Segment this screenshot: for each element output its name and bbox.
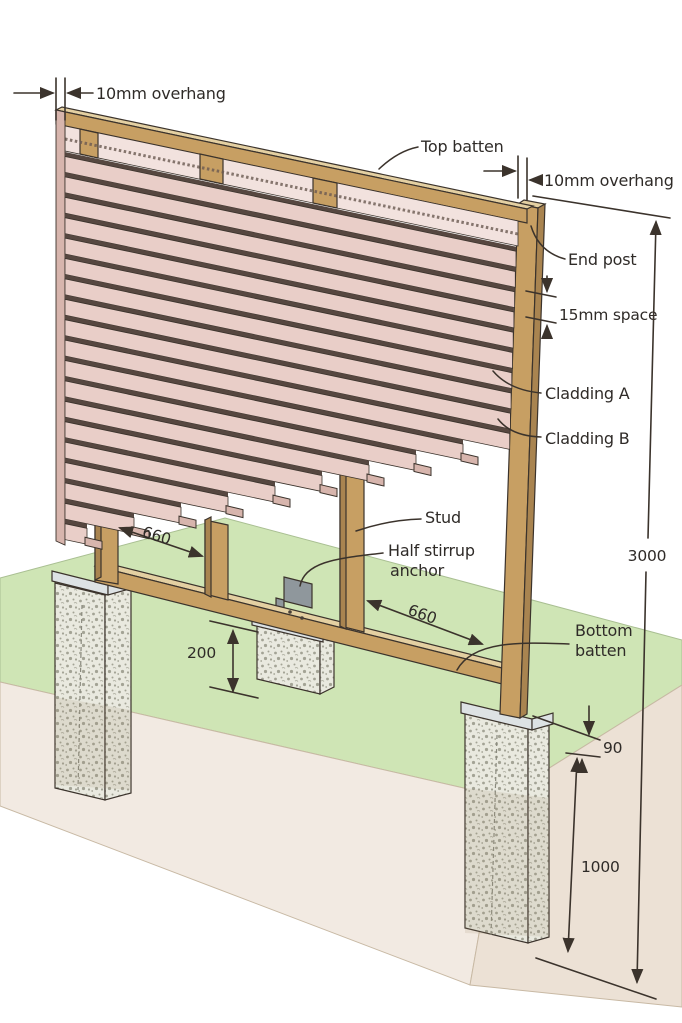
stud-2 (204, 516, 229, 601)
cladding-a-boards (64, 152, 517, 550)
half-stirrup-label-1: Half stirrup (388, 541, 475, 560)
dim-1000: 1000 (581, 858, 620, 876)
overhang-left-label: 10mm overhang (96, 84, 226, 103)
cladding-a-label: Cladding A (545, 384, 630, 403)
half-stirrup-label-2: anchor (390, 561, 445, 580)
end-post-footing (460, 701, 554, 944)
overhang-right-label: 10mm overhang (544, 171, 674, 190)
below-ground-shade (465, 788, 549, 937)
cladding-panel (54, 106, 535, 550)
bottom-batten-label-2: batten (575, 641, 626, 660)
dim-200: 200 (187, 644, 216, 662)
dim-90: 90 (603, 739, 622, 757)
half-stirrup-anchor-plate (283, 576, 313, 609)
panel-left-edge (55, 109, 66, 546)
left-post-footing (51, 570, 134, 801)
end-post (499, 199, 547, 720)
below-ground-shade (55, 697, 131, 790)
dim-3000: 3000 (628, 547, 667, 565)
cladding-b-label: Cladding B (545, 429, 630, 448)
stud-label: Stud (425, 508, 461, 527)
space-15mm-label: 15mm space (559, 306, 657, 324)
top-batten-label: Top batten (420, 137, 504, 156)
end-post-label: End post (568, 250, 636, 269)
bottom-batten-label-1: Bottom (575, 621, 633, 640)
stud-3 (339, 458, 365, 633)
